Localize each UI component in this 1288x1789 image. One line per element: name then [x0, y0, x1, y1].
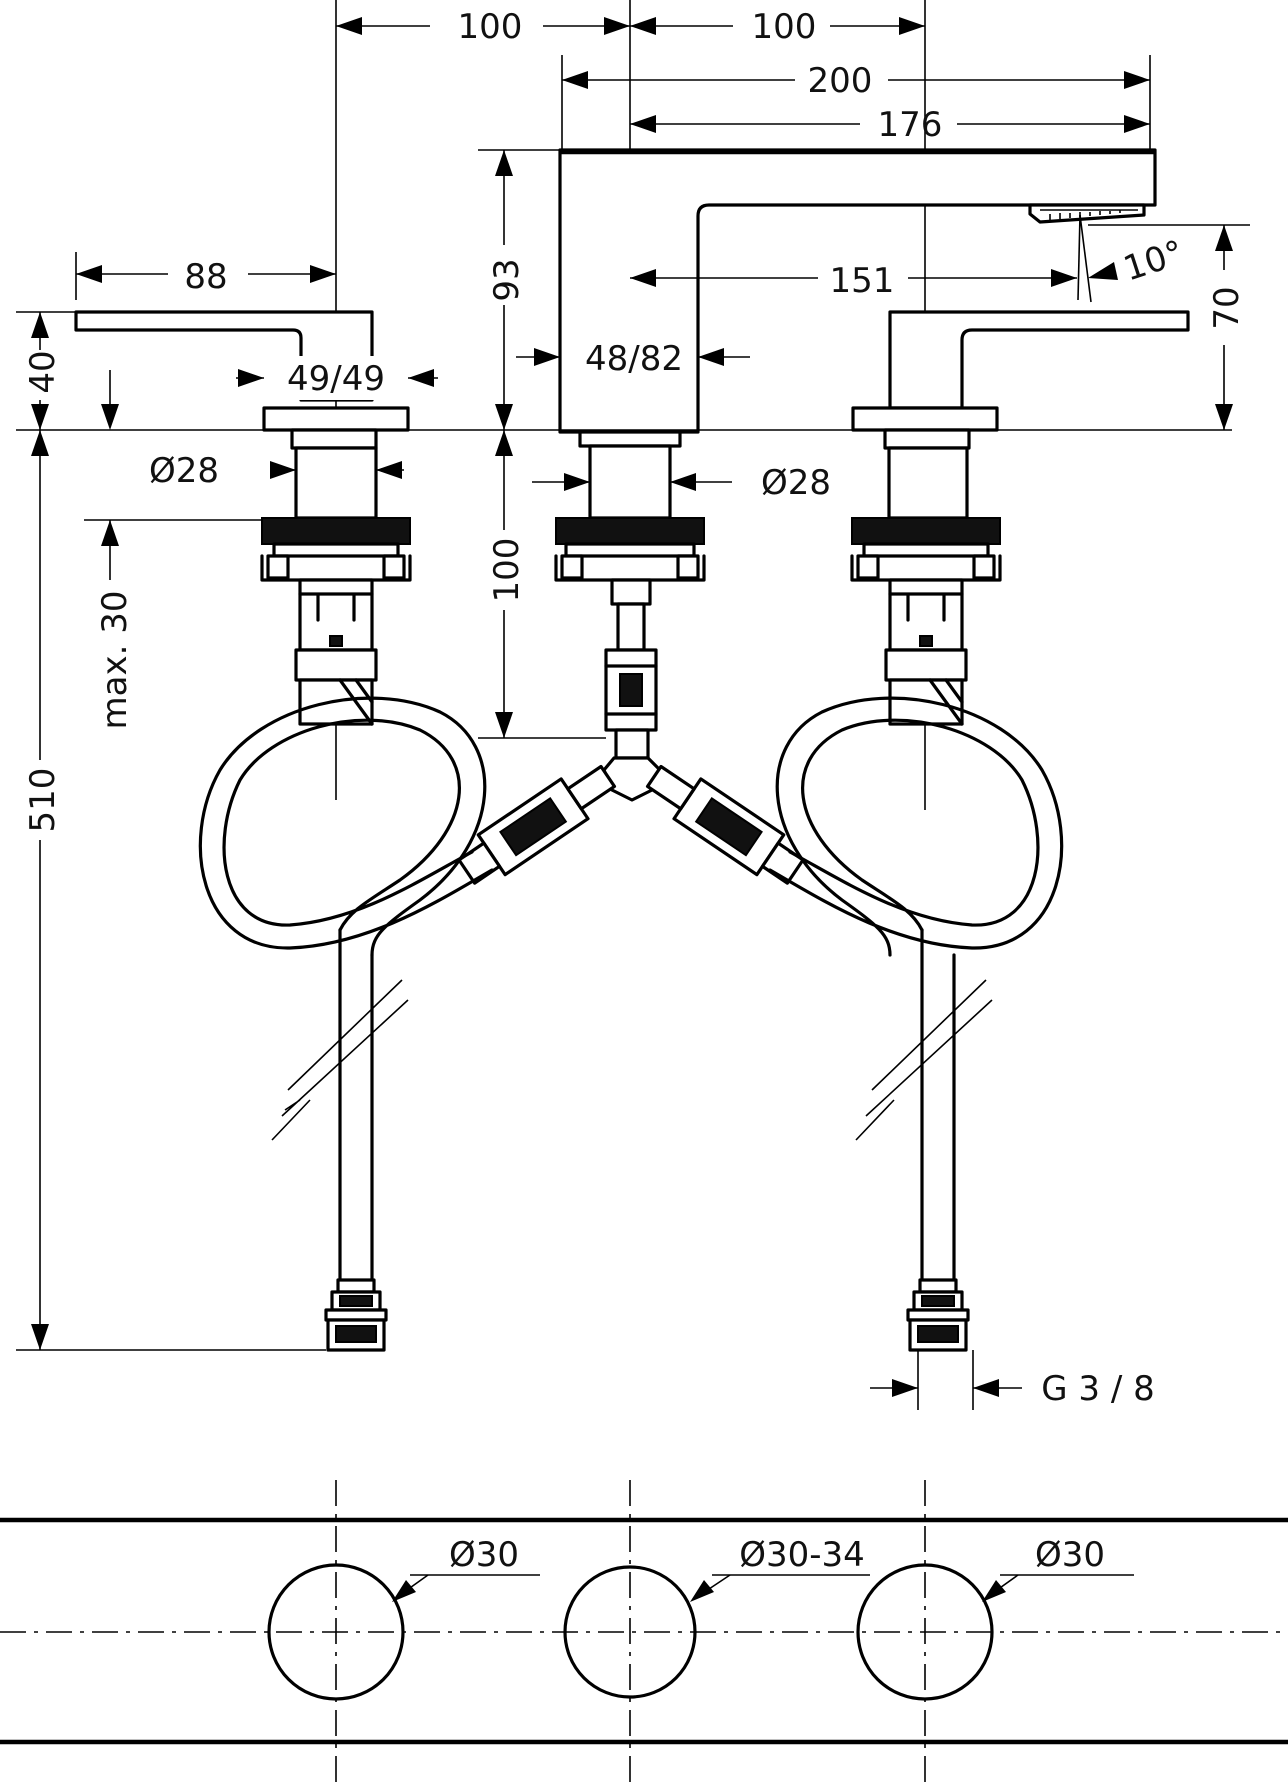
dimension-labels: 100 100 200 176 88 40 49/49 93 48/82 151…: [23, 6, 1247, 1409]
dimension-lines: [16, 17, 1250, 1410]
spout-body: [558, 148, 1157, 434]
left-handle-base: [262, 406, 410, 432]
dim-spray-angle: 10°: [1119, 233, 1189, 290]
left-shank: [294, 446, 378, 520]
hose-connectors: [457, 764, 805, 885]
hole-center-diameter: Ø30-34: [739, 1535, 865, 1575]
hole-center: [563, 1565, 697, 1699]
left-mount-nut: [261, 517, 411, 545]
dim-outlet-height: 70: [1207, 286, 1247, 329]
dim-spout-shank-length: 100: [487, 538, 527, 603]
spout-aerator: [1028, 203, 1146, 224]
right-hose-loop: [788, 718, 1040, 932]
dim-handle-height: 40: [23, 350, 63, 393]
hole-left: [267, 1563, 405, 1701]
dim-spout-length: 200: [808, 61, 873, 101]
dim-max-deck-thickness: max. 30: [95, 591, 135, 730]
spout-assembly: [554, 148, 1157, 802]
dim-spacing-right: 100: [752, 7, 817, 47]
dim-handle-length: 88: [184, 257, 227, 297]
dim-spacing-left: 100: [458, 7, 523, 47]
dim-connection-thread: G 3 / 8: [1041, 1369, 1155, 1409]
right-mount-nut: [851, 517, 1001, 545]
center-lines: [335, 0, 1151, 810]
flexible-hoses: [198, 696, 1064, 1282]
right-handle-base: [851, 406, 999, 432]
dim-spout-reach: 151: [830, 261, 895, 301]
dim-shank-diameter-center: Ø28: [761, 463, 831, 503]
right-shank: [887, 446, 969, 520]
dim-spout-projection: 176: [878, 105, 943, 145]
spout-mount-nut: [555, 517, 705, 545]
spout-shank: [588, 444, 672, 520]
dim-handle-base: 49/49: [287, 359, 385, 399]
right-handle-valve: [850, 310, 1190, 726]
right-lever-handle: [888, 310, 1190, 410]
left-hose-loop: [222, 718, 474, 932]
left-hose-fitting: [324, 1278, 388, 1352]
dim-spout-height: 93: [487, 258, 527, 301]
dim-spout-base: 48/82: [585, 339, 683, 379]
spout-tube: [616, 602, 646, 652]
dim-shank-diameter-left: Ø28: [149, 451, 219, 491]
dim-hose-length: 510: [23, 768, 63, 833]
hole-right-diameter: Ø30: [1035, 1535, 1105, 1575]
hole-right: [856, 1563, 994, 1701]
hole-layout: Ø30 Ø30-34 Ø30: [0, 1480, 1288, 1789]
hole-left-diameter: Ø30: [449, 1535, 519, 1575]
right-hose-fitting: [906, 1278, 970, 1352]
